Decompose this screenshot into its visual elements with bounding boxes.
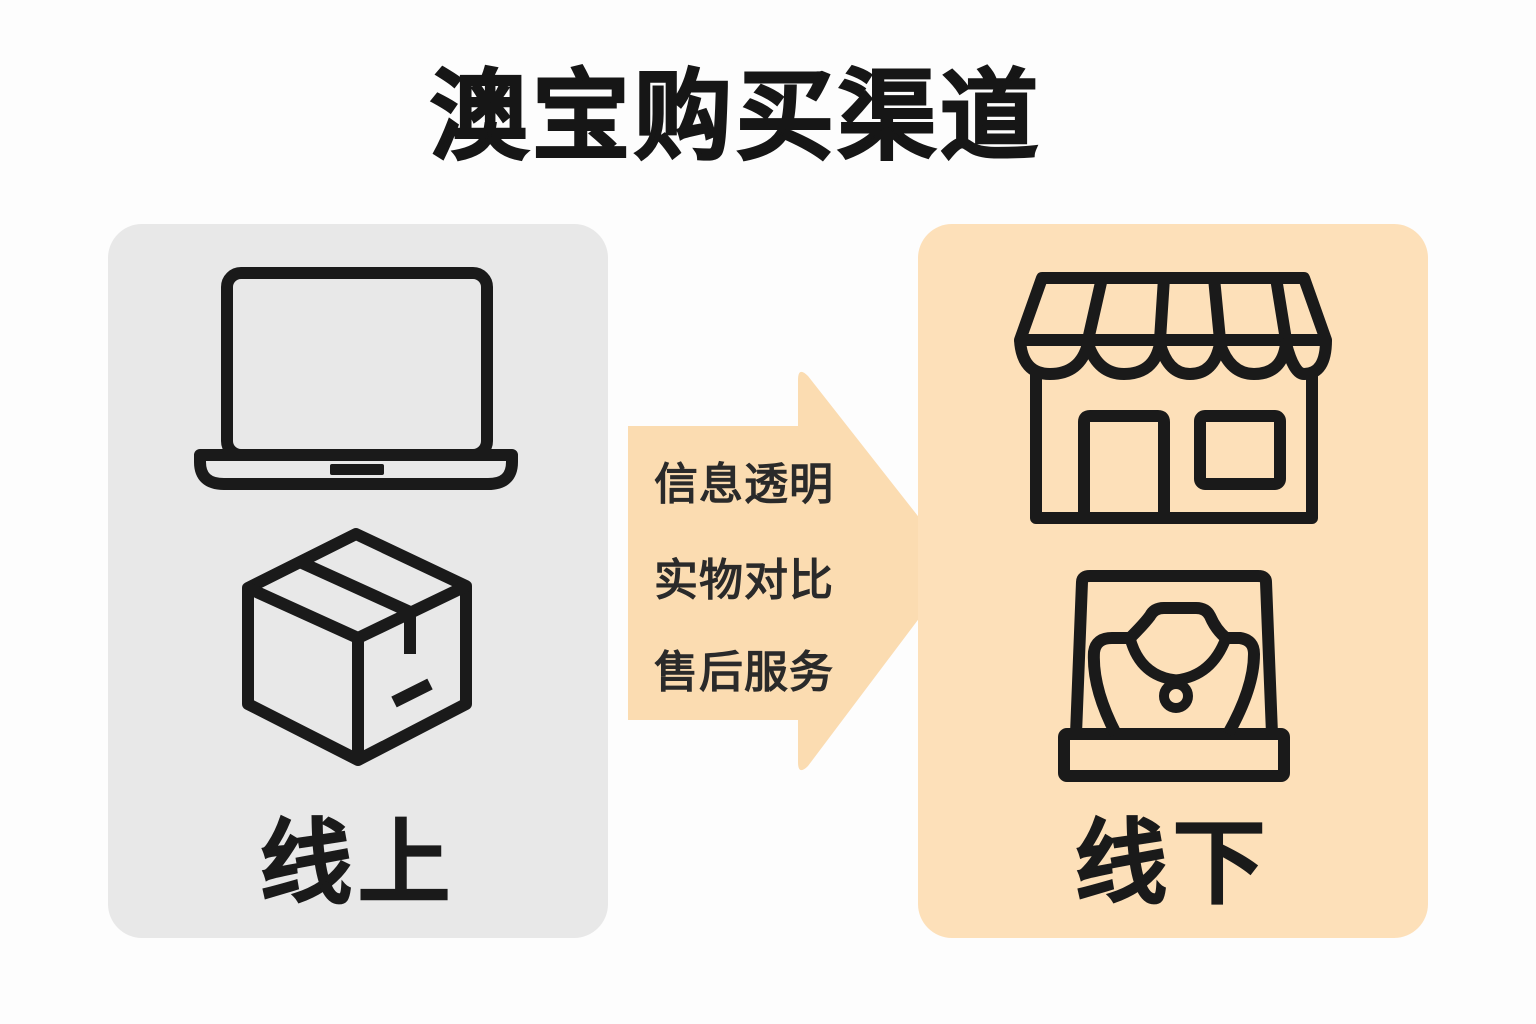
arrow-item-physical-comparison: 实物对比 [654, 555, 834, 606]
offline-label: 线下 [1074, 810, 1271, 917]
package-box-icon [242, 528, 472, 766]
arrow-right-icon [628, 371, 956, 771]
arrow-item-after-sales: 售后服务 [654, 647, 834, 698]
arrow-item-info-transparency: 信息透明 [654, 459, 834, 510]
storefront-icon [1014, 272, 1332, 524]
online-channel-panel: 线上 [108, 224, 608, 938]
jewelry-display-icon [1058, 570, 1290, 782]
page-title: 澳宝购买渠道 [429, 60, 1042, 174]
offline-channel-panel: 线下 [918, 224, 1428, 938]
laptop-icon [194, 267, 518, 490]
online-label: 线上 [259, 810, 456, 917]
